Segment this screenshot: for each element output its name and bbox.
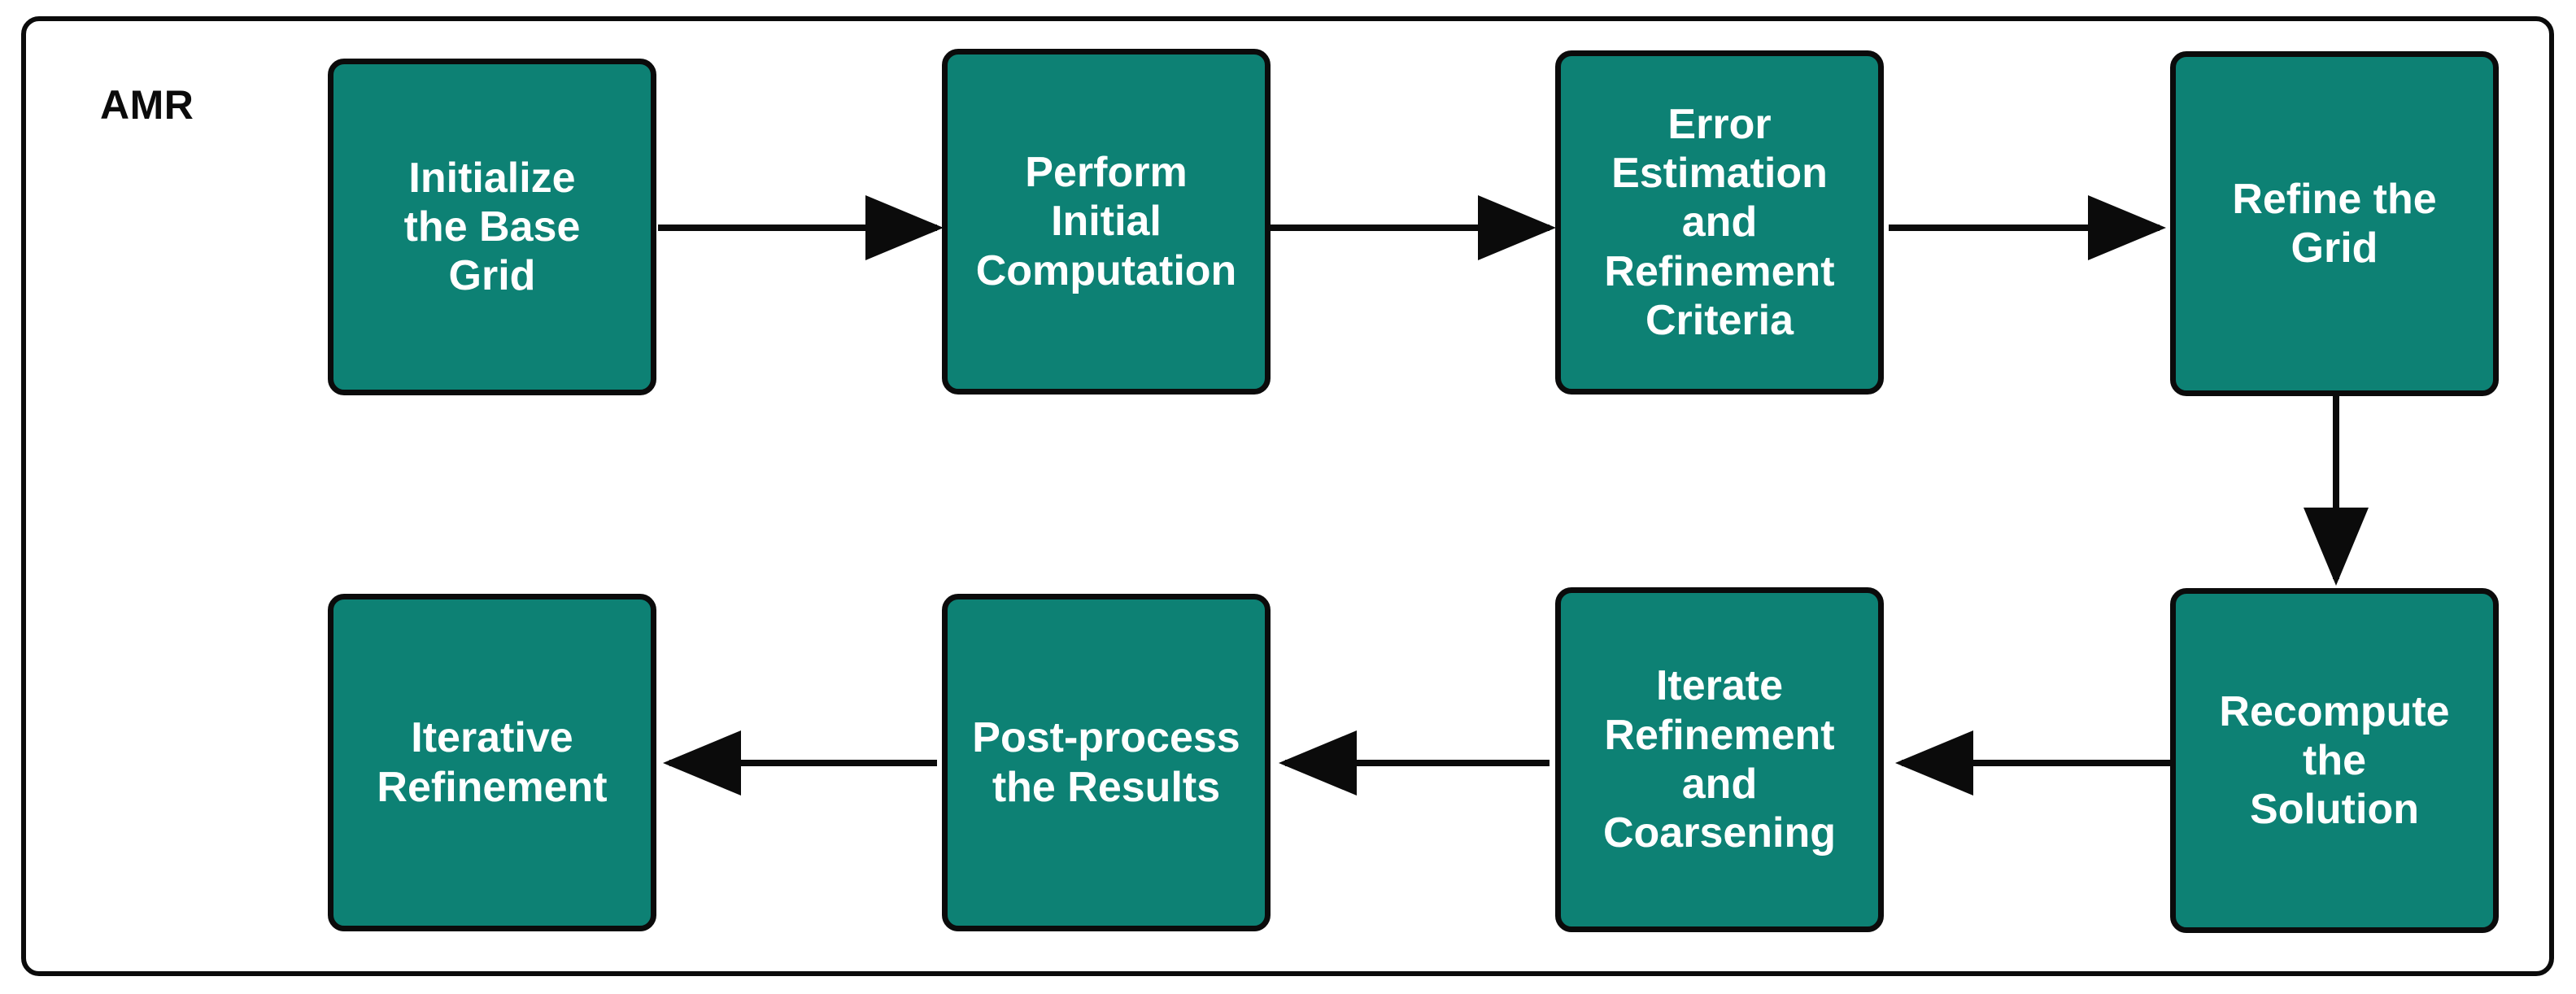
node-label: Post-process the Results [972,714,1240,811]
node-recompute-the-solution[interactable]: Recompute the Solution [2170,588,2499,933]
node-label: Initialize the Base Grid [403,154,581,300]
node-post-process-the-results[interactable]: Post-process the Results [942,594,1271,931]
subgraph-title-amr: AMR [100,82,194,128]
node-iterate-refinement-and-coarsening[interactable]: Iterate Refinement and Coarsening [1555,587,1884,932]
node-label: Recompute the Solution [2219,687,2450,834]
node-label: Refine the Grid [2232,175,2437,272]
node-label: Error Estimation and Refinement Criteria [1604,100,1835,344]
node-error-estimation-and-refinement-criteria[interactable]: Error Estimation and Refinement Criteria [1555,50,1884,395]
node-perform-initial-computation[interactable]: Perform Initial Computation [942,49,1271,395]
node-refine-the-grid[interactable]: Refine the Grid [2170,51,2499,396]
node-label: Perform Initial Computation [975,149,1237,294]
node-label: Iterative Refinement [377,714,608,811]
node-initialize-the-base-grid[interactable]: Initialize the Base Grid [328,59,656,395]
node-label: Iterate Refinement and Coarsening [1602,662,1837,857]
node-iterative-refinement[interactable]: Iterative Refinement [328,594,656,931]
